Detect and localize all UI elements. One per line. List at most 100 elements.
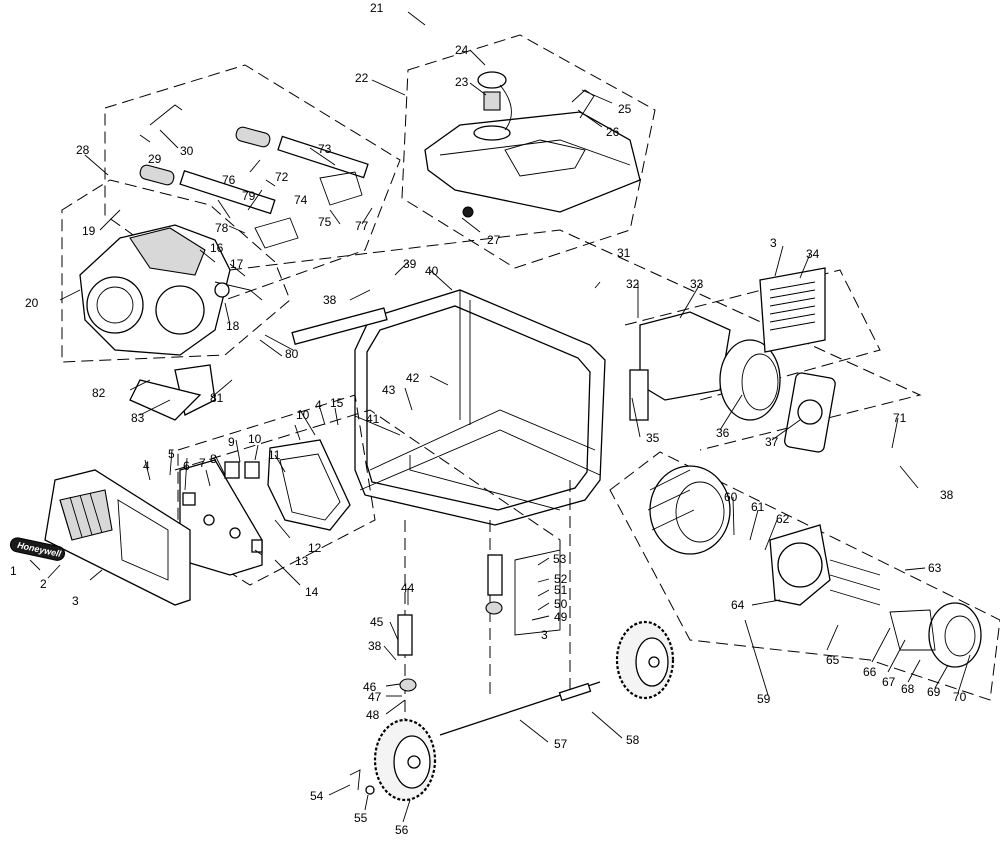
callout-14: 14 (305, 585, 319, 599)
frame-guide-lines (229, 229, 922, 451)
handle-group-outline (104, 64, 401, 301)
callout-22: 22 (355, 71, 369, 85)
callout-11: 11 (268, 448, 281, 462)
callout-42: 42 (406, 371, 420, 385)
callout-51: 51 (554, 583, 568, 597)
callout-45: 45 (370, 615, 384, 629)
callout-52: 52 (554, 572, 568, 586)
callout-33: 33 (690, 277, 704, 291)
front-bezel: Honeywell (9, 469, 191, 606)
muffler-and-air-box (629, 267, 836, 453)
callout-38: 38 (323, 293, 337, 307)
callout-73: 73 (318, 142, 332, 156)
callout-58: 58 (626, 733, 640, 747)
callout-15: 15 (330, 396, 344, 410)
callout-24: 24 (455, 43, 469, 57)
callout-35: 35 (646, 431, 660, 445)
callout-labels: 1 2 3 3 3 4 4 5 6 7 8 9 10 10 11 12 13 1… (10, 1, 967, 837)
callout-64: 64 (731, 598, 745, 612)
callout-34: 34 (806, 247, 820, 261)
callout-80: 80 (285, 347, 299, 361)
callout-5: 5 (168, 447, 175, 461)
alternator-group-outline (609, 451, 1000, 701)
callout-71: 71 (893, 411, 907, 425)
callout-81: 81 (210, 391, 224, 405)
callout-25: 25 (618, 102, 632, 116)
mount-parts (129, 364, 561, 692)
callout-20: 20 (25, 296, 39, 310)
callout-79: 79 (242, 189, 256, 203)
callout-77: 77 (355, 219, 369, 233)
callout-10: 10 (248, 432, 262, 446)
callout-31: 31 (617, 246, 631, 260)
callout-9: 9 (228, 435, 235, 449)
callout-3: 3 (541, 628, 548, 642)
callout-29: 29 (148, 152, 162, 166)
engine-group-outline (61, 179, 291, 363)
callout-32: 32 (626, 277, 640, 291)
callout-72: 72 (275, 170, 289, 184)
fuel-tank-group-outline (401, 34, 656, 269)
callout-55: 55 (354, 811, 368, 825)
callout-38: 38 (368, 639, 382, 653)
control-panel-group-outline (177, 394, 376, 586)
callout-3: 3 (770, 236, 777, 250)
callout-27: 27 (487, 233, 501, 247)
fuel-tank (424, 71, 641, 218)
callout-59: 59 (757, 692, 771, 706)
wheels-and-axle (349, 620, 675, 802)
callout-75: 75 (318, 215, 332, 229)
callout-69: 69 (927, 685, 941, 699)
control-panel (179, 439, 351, 576)
callout-53: 53 (553, 552, 567, 566)
callout-38: 38 (940, 488, 954, 502)
callout-16: 16 (210, 241, 224, 255)
callout-82: 82 (92, 386, 106, 400)
callout-44: 44 (401, 581, 415, 595)
callout-36: 36 (716, 426, 730, 440)
callout-17: 17 (230, 257, 244, 271)
callout-70: 70 (953, 690, 967, 704)
callout-7: 7 (199, 456, 206, 470)
callout-68: 68 (901, 682, 915, 696)
callout-61: 61 (751, 500, 765, 514)
callout-30: 30 (180, 144, 194, 158)
callout-1: 1 (10, 564, 17, 578)
callout-83: 83 (131, 411, 145, 425)
callout-57: 57 (554, 737, 568, 751)
callout-23: 23 (455, 75, 469, 89)
callout-76: 76 (222, 173, 236, 187)
callout-63: 63 (928, 561, 942, 575)
air-box-guide (624, 269, 881, 401)
callout-26: 26 (606, 125, 620, 139)
wheel-axle-guide (404, 480, 571, 720)
alternator (647, 465, 982, 668)
callout-41: 41 (366, 412, 380, 426)
callout-56: 56 (395, 823, 409, 837)
callout-13: 13 (295, 554, 309, 568)
callout-47: 47 (368, 690, 382, 704)
callout-67: 67 (882, 675, 896, 689)
callout-2: 2 (40, 577, 47, 591)
callout-39: 39 (403, 257, 417, 271)
callout-18: 18 (226, 319, 240, 333)
callout-48: 48 (366, 708, 380, 722)
callout-21: 21 (370, 1, 384, 15)
callout-37: 37 (765, 435, 779, 449)
handle-assembly (139, 104, 369, 249)
callout-65: 65 (826, 653, 840, 667)
callout-28: 28 (76, 143, 90, 157)
callout-4: 4 (143, 459, 150, 473)
callout-3: 3 (72, 594, 79, 608)
callout-43: 43 (382, 383, 396, 397)
callout-8: 8 (210, 452, 217, 466)
callout-12: 12 (308, 541, 322, 555)
frame (291, 289, 606, 526)
callout-4: 4 (315, 398, 322, 412)
engine (79, 224, 263, 356)
callout-6: 6 (183, 459, 190, 473)
callout-46: 46 (363, 680, 377, 694)
callout-60: 60 (724, 490, 738, 504)
callout-66: 66 (863, 665, 877, 679)
callout-19: 19 (82, 224, 96, 238)
